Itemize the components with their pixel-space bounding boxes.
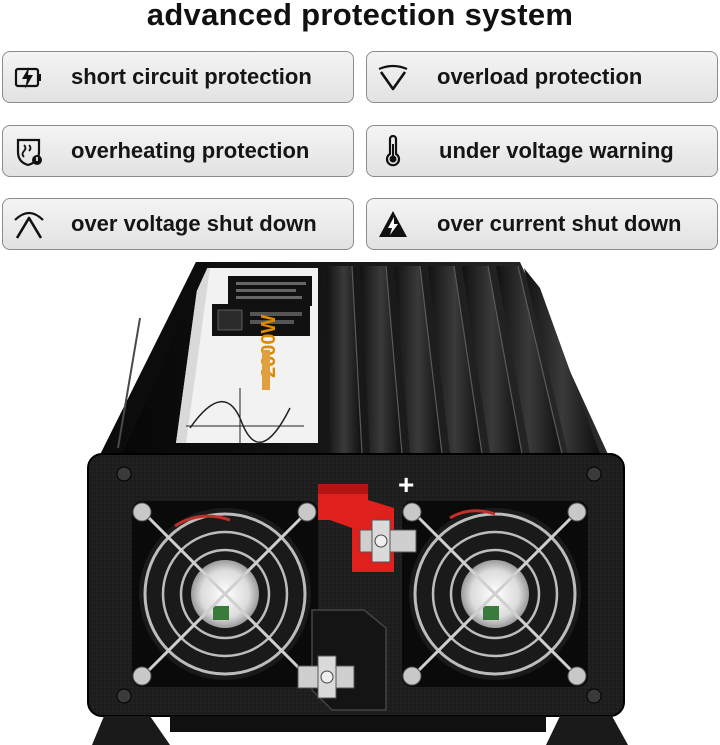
right-fan <box>402 501 588 687</box>
feature-label: short circuit protection <box>71 64 312 89</box>
left-fan <box>132 501 318 687</box>
feature-label: under voltage warning <box>439 138 674 163</box>
feature-overheating: overheating protection <box>2 125 354 177</box>
negative-terminal <box>297 609 387 711</box>
warning-bolt-icon <box>379 211 407 237</box>
shield-heat-icon <box>16 138 42 167</box>
page-title: advanced protection system <box>146 0 574 32</box>
feature-label: over current shut down <box>437 211 682 236</box>
thermometer-icon <box>385 135 401 167</box>
feature-label: over voltage shut down <box>71 211 317 236</box>
feature-over-current: over current shut down <box>366 198 718 250</box>
chevron-down-icon <box>378 64 408 91</box>
positive-terminal <box>318 484 417 572</box>
positive-plus-mark: + <box>398 469 414 500</box>
battery-bolt-icon <box>14 67 41 89</box>
up-arrow-arc-icon <box>14 211 44 239</box>
feature-short-circuit: short circuit protection <box>2 51 354 103</box>
feature-overload: overload protection <box>366 51 718 103</box>
inverter-product-image: 2000W <box>87 262 628 745</box>
feature-label: overload protection <box>437 64 643 89</box>
feature-label: overheating protection <box>71 138 310 163</box>
feature-under-voltage: under voltage warning <box>366 125 718 177</box>
feature-over-voltage: over voltage shut down <box>2 198 354 250</box>
